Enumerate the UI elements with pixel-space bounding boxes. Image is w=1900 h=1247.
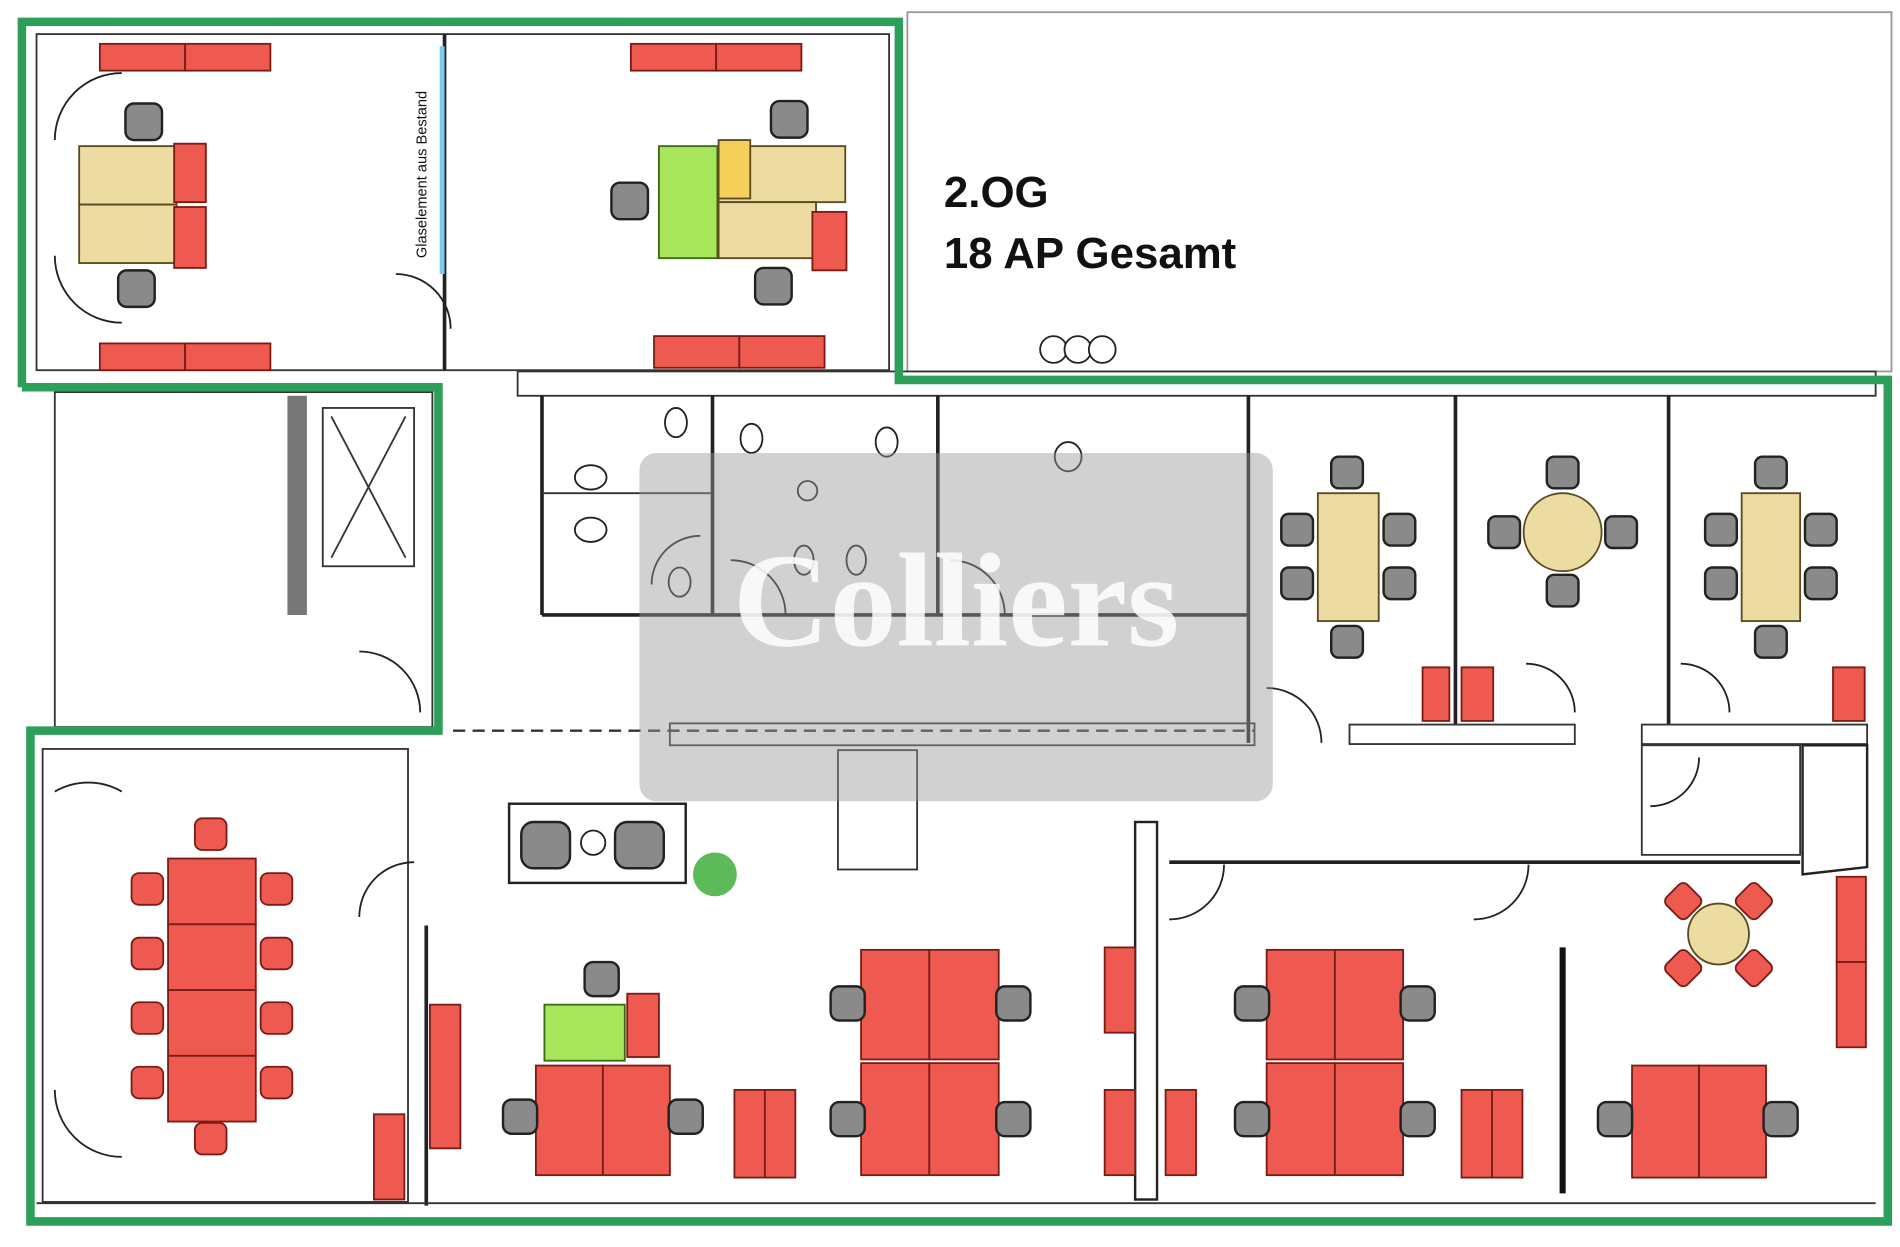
conference-room [130,817,294,1156]
walls [35,33,1877,1206]
round-table [1664,882,1773,988]
meeting-room-3 [1703,455,1838,659]
floor-label: 2.OG [944,168,1049,217]
meeting-room-2 [1487,455,1639,608]
lounge [520,820,737,897]
glass-note: Glaselement aus Bestand [414,91,430,258]
sanitary-fixtures [573,335,1117,598]
rental-area-outline [17,17,1893,1226]
workstations [372,875,1867,1201]
office-room-1 [78,42,272,372]
doors [53,72,1731,1158]
non-rental-area [906,11,1893,373]
meeting-room-1 [1280,455,1417,659]
workplaces-label: 18 AP Gesamt [944,229,1237,278]
office-room-2 [610,42,848,369]
elevator [287,395,416,615]
plant-icon [693,852,737,897]
colliers-watermark: Colliers [639,453,1273,802]
watermark-text: Colliers [733,526,1179,674]
